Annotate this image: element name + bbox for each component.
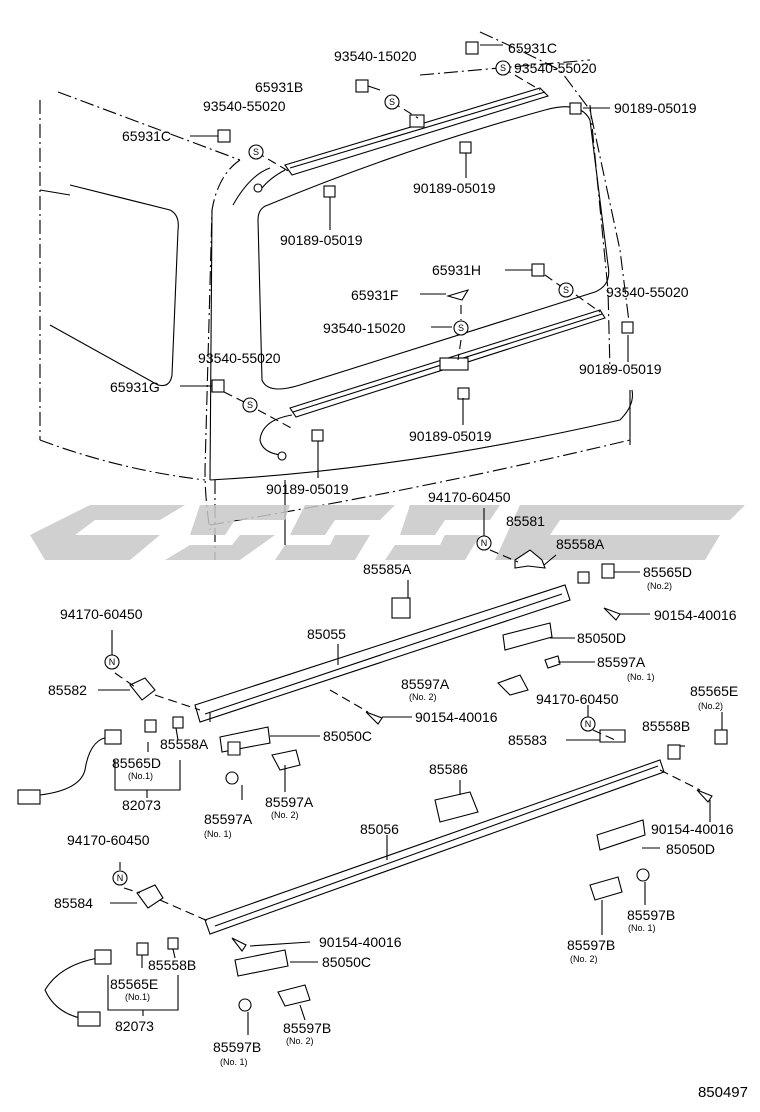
part-label: 65931C: [122, 128, 171, 144]
part-label: 85583: [508, 732, 547, 748]
upper-rail: [253, 87, 550, 193]
part-label: 85558B: [642, 718, 690, 734]
part-label: 90189-05019: [409, 428, 492, 444]
n-symbol: N: [481, 538, 488, 548]
part-label: 85597B: [213, 1039, 261, 1055]
part-label: 85565D: [643, 564, 692, 580]
sub-label: (No. 1): [628, 923, 656, 933]
part-labels: 65931C 93540-15020 93540-55020 65931B 90…: [48, 40, 738, 1055]
part-label: 85050C: [323, 728, 372, 744]
part-label: 85582: [48, 682, 87, 698]
part-label: 90189-05019: [614, 100, 697, 116]
part-label: 90154-40016: [651, 821, 734, 837]
part-label: 85581: [506, 513, 545, 529]
n-symbol: N: [585, 719, 592, 729]
part-label: 90154-40016: [654, 607, 737, 623]
part-label: 93540-55020: [606, 284, 689, 300]
sub-label: (No. 2): [271, 810, 299, 820]
figure-number: 850497: [698, 1084, 748, 1101]
part-label: 90189-05019: [413, 180, 496, 196]
part-label: 85056: [360, 821, 399, 837]
part-label: 65931H: [432, 262, 481, 278]
part-label: 85597A: [265, 794, 314, 810]
sub-label: (No.2): [647, 581, 672, 591]
part-label: 85565E: [110, 976, 158, 992]
sub-label: (No. 2): [286, 1036, 314, 1046]
part-label: 65931B: [255, 79, 303, 95]
part-label: 85597B: [627, 907, 675, 923]
part-label: 93540-15020: [323, 320, 406, 336]
sub-label: (No. 1): [627, 672, 655, 682]
part-label: 85050D: [577, 630, 626, 646]
part-label: 85586: [429, 761, 468, 777]
n-symbol: N: [117, 873, 124, 883]
s-symbol: S: [389, 97, 395, 107]
part-label: 90189-05019: [280, 232, 363, 248]
garnish-85055: [194, 584, 571, 723]
part-label: 82073: [115, 1018, 154, 1034]
part-label: 85584: [54, 895, 93, 911]
n-symbol: N: [109, 657, 116, 667]
garnish-85056: [204, 759, 665, 935]
sub-label: (No.1): [125, 992, 150, 1002]
part-label: 93540-55020: [514, 60, 597, 76]
sub-labels: (No.2) (No. 2) (No. 1) (No.2) (No.1) (No…: [125, 581, 723, 1067]
part-label: 90189-05019: [266, 481, 349, 497]
part-label: 85597A: [401, 676, 450, 692]
sub-label: (No. 2): [409, 692, 437, 702]
watermark-logo: [30, 505, 745, 560]
part-label: 85050C: [322, 954, 371, 970]
s-symbol: S: [563, 285, 569, 295]
part-label: 90189-05019: [579, 361, 662, 377]
s-symbol: S: [253, 147, 259, 157]
part-label: 65931G: [110, 379, 160, 395]
part-label: 65931F: [351, 287, 398, 303]
part-label: 85597B: [567, 937, 615, 953]
middle-rail: [259, 309, 606, 461]
part-label: 85050D: [666, 841, 715, 857]
part-label: 85597A: [597, 654, 646, 670]
part-label: 93540-55020: [198, 350, 281, 366]
s-symbol: S: [247, 400, 253, 410]
symbol-markers: S S S S S S N N N N: [104, 60, 596, 886]
part-label: 94170-60450: [536, 691, 619, 707]
s-symbol: S: [500, 63, 506, 73]
part-label: 65931C: [508, 40, 557, 56]
sub-label: (No.1): [128, 771, 153, 781]
leader-lines: [98, 44, 723, 1035]
clips-and-brackets: [17, 41, 728, 1027]
part-label: 85565E: [690, 683, 738, 699]
sub-label: (No. 1): [220, 1057, 248, 1067]
part-label: 85055: [307, 626, 346, 642]
part-label: 82073: [122, 797, 161, 813]
part-label: 93540-15020: [334, 48, 417, 64]
sub-label: (No. 1): [204, 829, 232, 839]
part-label: 94170-60450: [60, 606, 143, 622]
sub-label: (No.2): [698, 701, 723, 711]
part-label: 85558A: [556, 536, 605, 552]
part-label: 85558B: [148, 957, 196, 973]
part-label: 85585A: [363, 561, 412, 577]
part-label: 90154-40016: [415, 709, 498, 725]
part-label: 93540-55020: [203, 98, 286, 114]
s-symbol: S: [458, 323, 464, 333]
part-label: 85597B: [283, 1020, 331, 1036]
part-label: 94170-60450: [67, 832, 150, 848]
part-label: 85565D: [112, 755, 161, 771]
part-label: 94170-60450: [428, 489, 511, 505]
part-label: 85597A: [204, 811, 253, 827]
part-label: 85558A: [160, 736, 209, 752]
part-label: 90154-40016: [319, 934, 402, 950]
sub-label: (No. 2): [570, 954, 598, 964]
